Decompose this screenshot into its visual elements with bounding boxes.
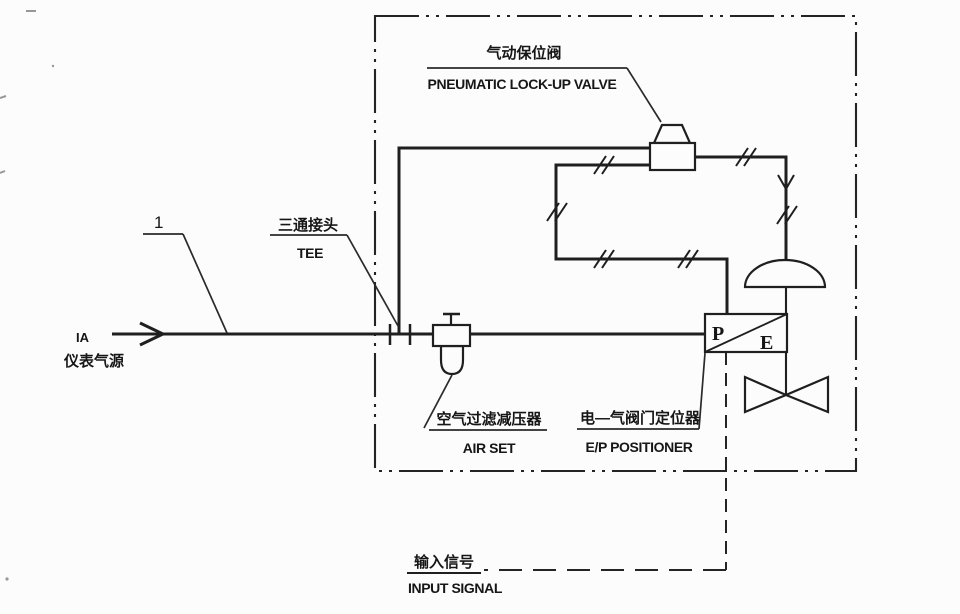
air-set-label-cn: 空气过滤减压器 <box>436 410 542 428</box>
air-set-body <box>431 323 472 348</box>
line-break-mark <box>593 155 615 175</box>
tee-label-cn: 三通接头 <box>278 216 338 234</box>
line-break-marks <box>546 147 798 269</box>
line-break-mark <box>776 205 798 225</box>
instrument-air-line <box>112 321 705 347</box>
line-break-mark <box>593 249 615 269</box>
system-boundary-box <box>373 14 858 473</box>
lockup-loop-line <box>554 163 729 316</box>
lockup-valve-body <box>648 141 697 172</box>
lockup-loop-piping <box>397 146 795 334</box>
air-set-label-en: AIR SET <box>463 440 516 456</box>
lockup-label-en: PNEUMATIC LOCK-UP VALVE <box>428 76 617 92</box>
air-source-label: IA 仪表气源 <box>63 330 124 370</box>
callout-1-leader <box>182 233 228 334</box>
air-set-leader <box>423 374 453 429</box>
input-signal-label-cn: 输入信号 <box>414 553 474 571</box>
air-set-bowl <box>439 344 465 376</box>
lockup-outlet-line <box>695 155 788 259</box>
valve-body-left <box>743 375 789 414</box>
control-valve-symbol <box>743 375 830 414</box>
positioner-port-e-label: E <box>760 332 773 354</box>
line-break-mark <box>677 249 699 269</box>
scan-artifacts <box>0 10 55 581</box>
input-signal-line <box>484 352 727 571</box>
tee-label-en: TEE <box>297 245 323 261</box>
flow-arrow-right-icon <box>139 321 167 347</box>
air-set-symbol <box>431 312 472 376</box>
air-set-label: 空气过滤减压器 AIR SET <box>423 374 547 456</box>
line-break-mark <box>735 147 757 167</box>
lockup-valve-cap <box>652 123 692 145</box>
tee-fitting-symbol <box>388 324 412 345</box>
positioner-diagonal <box>704 313 788 353</box>
callout-1: 1 <box>143 213 228 334</box>
tee-label-leader <box>346 234 399 327</box>
positioner-port-p-label: P <box>712 323 724 345</box>
tee-branch-line <box>397 146 650 334</box>
positioner-leader <box>698 352 706 430</box>
air-source-tag: IA <box>76 330 90 345</box>
actuator-dome <box>743 258 827 289</box>
positioner-label-en: E/P POSITIONER <box>586 439 693 455</box>
lockup-label-leader <box>626 67 662 123</box>
input-signal-label-en: INPUT SIGNAL <box>408 580 503 596</box>
valve-body-right <box>783 375 830 414</box>
lockup-valve-label: 气动保位阀 PNEUMATIC LOCK-UP VALVE <box>427 44 662 123</box>
ep-positioner-symbol: P E <box>703 312 789 354</box>
lockup-label-cn: 气动保位阀 <box>485 44 561 62</box>
positioner-label-cn: 电—气阀门定位器 <box>580 409 701 427</box>
input-signal-label: 输入信号 INPUT SIGNAL <box>407 553 503 596</box>
callout-1-label: 1 <box>154 213 163 232</box>
flow-arrow-down-icon <box>777 174 795 192</box>
tee-label: 三通接头 TEE <box>270 216 399 327</box>
air-source-cn: 仪表气源 <box>63 352 124 370</box>
line-break-mark <box>546 202 568 222</box>
pneumatic-lockup-valve-symbol <box>648 123 697 172</box>
ep-positioner-label: 电—气阀门定位器 E/P POSITIONER <box>577 352 706 455</box>
